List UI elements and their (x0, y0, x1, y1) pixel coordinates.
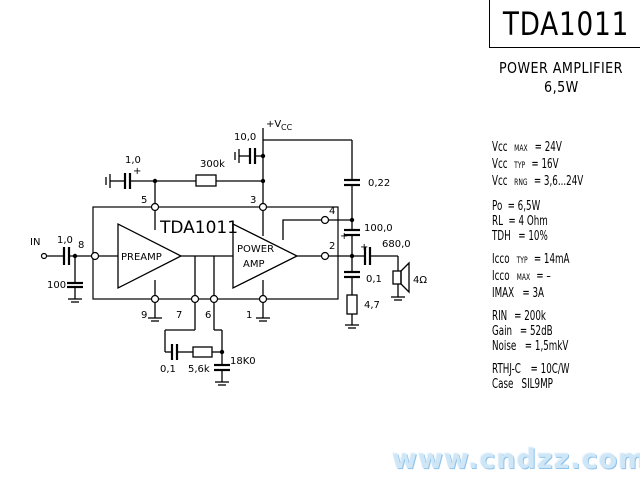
c-fb-value: 1,0 (125, 155, 141, 166)
chip-inner-label: TDA1011 (159, 218, 238, 238)
pin-2 (320, 251, 330, 261)
power-amp-label-2: AMP (243, 259, 265, 270)
r-zobel (346, 294, 358, 315)
pin-1 (258, 294, 268, 304)
pin-number: 2 (329, 241, 335, 252)
title-box: TDA1011 (489, 0, 640, 48)
chip-title: TDA1011 (502, 4, 629, 43)
pin-5 (150, 202, 160, 212)
pin-4 (320, 215, 330, 225)
r-fb-value: 300k (200, 159, 225, 170)
svg-text:+: + (340, 231, 348, 242)
vcc-label: +V (266, 119, 281, 130)
c-out-value: 680,0 (382, 239, 411, 250)
power-amp-label-1: POWER (237, 244, 274, 255)
pin-number: 4 (329, 206, 335, 217)
speaker-icon (392, 270, 402, 285)
svg-text:+: + (360, 242, 368, 253)
vcc-sub: CC (281, 123, 293, 132)
r-zobel-value: 4,7 (364, 300, 380, 311)
r-p7-value: 5,6k (188, 364, 210, 375)
pin-3 (258, 202, 268, 212)
pin-9 (150, 294, 160, 304)
pin-number: 6 (205, 310, 211, 321)
c-vcc-value: 10,0 (234, 132, 256, 143)
r-pin7 (192, 346, 213, 358)
input-terminal[interactable] (40, 252, 48, 260)
c-boot-value: 0,22 (368, 178, 390, 189)
preamp-label: PREAMP (121, 252, 162, 263)
r-feedback (195, 174, 217, 187)
c-bs-value: 100,0 (364, 223, 393, 234)
pin-number: 7 (176, 310, 182, 321)
pin-number: 8 (78, 240, 84, 251)
c-zobel-value: 0,1 (366, 274, 382, 285)
c-p6-value: 18K0 (230, 356, 256, 367)
pin-8 (90, 251, 100, 261)
power-amp-triangle (232, 222, 299, 290)
in-label: IN (30, 237, 40, 248)
c-in-gnd-value: 100 (47, 280, 66, 291)
c-p7-value: 0,1 (160, 364, 176, 375)
watermark: www.cndzz.com (392, 444, 640, 475)
pin-7 (190, 294, 200, 304)
svg-text:+: + (133, 166, 141, 177)
speaker-value: 4Ω (413, 275, 427, 286)
spec-list: Vcc MAX = 24V Vcc TYP = 16V Vcc RNG = 3,… (492, 140, 584, 392)
c-in-value: 1,0 (57, 235, 73, 246)
subtitle-line-1: POWER AMPLIFIER (499, 59, 623, 77)
pin-number: 9 (141, 310, 147, 321)
pin-number: 3 (250, 195, 256, 206)
pin-number: 1 (246, 310, 252, 321)
pin-number: 5 (141, 195, 147, 206)
pin-6 (209, 294, 219, 304)
subtitle-line-2: 6,5W (543, 78, 579, 96)
